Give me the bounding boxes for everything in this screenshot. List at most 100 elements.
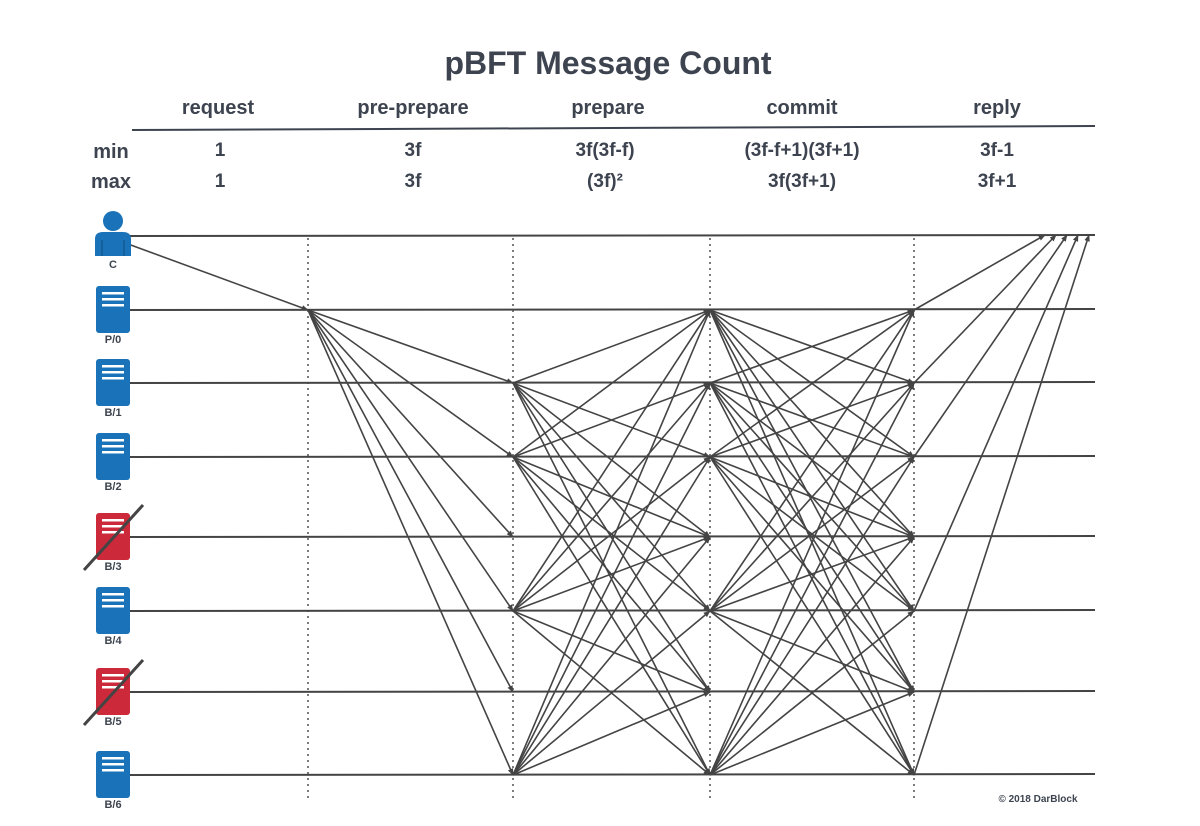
reply-arrow <box>913 234 1090 776</box>
header-divider <box>131 125 1096 131</box>
user-icon <box>95 211 131 256</box>
node-b-1: B/1 <box>96 359 130 419</box>
prepare-arrow <box>512 536 711 776</box>
server-icon <box>96 286 130 333</box>
node-c: C <box>95 211 131 271</box>
commit-arrow <box>709 309 915 384</box>
reply-arrow <box>913 234 1057 384</box>
max-request: 1 <box>215 171 226 192</box>
prepare-arrow <box>512 382 711 458</box>
pre-prepare-arrow <box>307 309 514 538</box>
commit-arrow <box>709 309 915 776</box>
commit-arrow <box>709 382 915 612</box>
prepare-arrow <box>512 610 711 776</box>
prepare-arrow <box>512 309 711 458</box>
phase-reply: reply <box>973 97 1022 119</box>
prepare-arrow <box>512 309 711 384</box>
phase-request: request <box>182 97 255 119</box>
pre-prepare-arrow <box>307 309 514 458</box>
copyright-notice: © 2018 DarBlock <box>998 794 1078 805</box>
node-b-3: B/3 <box>82 503 145 573</box>
pre-prepare-arrow <box>307 309 514 693</box>
commit-arrow <box>709 536 915 612</box>
commit-arrow <box>709 382 915 693</box>
strike-through-icon <box>82 658 145 727</box>
timeline-b-2 <box>127 455 1096 458</box>
pre-prepare-arrow <box>307 309 514 384</box>
phase-prepare: prepare <box>571 97 644 119</box>
node-label: B/4 <box>104 635 122 647</box>
commit-arrow <box>709 456 915 612</box>
commit-arrow <box>709 309 915 612</box>
node-p-0: P/0 <box>96 286 130 346</box>
commit-arrow <box>709 309 915 538</box>
commit-arrow <box>709 691 915 776</box>
node-label: B/6 <box>104 799 121 811</box>
commit-arrow <box>709 382 915 776</box>
phase-dividers <box>307 238 915 800</box>
reply-arrow <box>913 234 1068 458</box>
max-row-label: max <box>91 171 131 193</box>
server-icon <box>96 433 130 480</box>
prepare-arrow <box>512 382 711 776</box>
timeline-c <box>127 234 1096 237</box>
min-pre-prepare: 3f <box>405 140 423 161</box>
phase-commit: commit <box>766 97 837 119</box>
prepare-arrow <box>512 309 711 776</box>
node-label: C <box>109 259 117 271</box>
reply-arrow <box>913 234 1046 311</box>
pre-prepare-arrow <box>307 309 514 776</box>
prepare-arrow <box>512 382 711 693</box>
prepare-arrow <box>512 456 711 612</box>
node-timelines <box>127 234 1096 776</box>
commit-arrow <box>709 309 915 693</box>
timeline-b-4 <box>127 609 1096 612</box>
message-arrows <box>127 234 1090 776</box>
server-icon <box>96 751 130 798</box>
max-commit: 3f(3f+1) <box>768 171 836 192</box>
min-reply: 3f-1 <box>980 140 1014 161</box>
node-b-5: B/5 <box>82 658 145 728</box>
max-pre-prepare: 3f <box>405 171 423 192</box>
min-prepare: 3f(3f-f) <box>575 140 634 161</box>
prepare-arrow <box>512 691 711 776</box>
min-commit: (3f-f+1)(3f+1) <box>744 140 859 161</box>
node-label: B/1 <box>104 407 121 419</box>
strike-through-icon <box>82 503 145 572</box>
phase-headers: request pre-prepare prepare commit reply <box>182 97 1022 119</box>
prepare-arrow <box>512 536 711 612</box>
prepare-arrow <box>512 382 711 612</box>
prepare-arrow <box>512 456 711 776</box>
prepare-arrow <box>512 610 711 693</box>
timeline-p-0 <box>127 308 1096 311</box>
node-b-4: B/4 <box>96 587 130 647</box>
prepare-arrow <box>512 309 711 612</box>
max-reply: 3f+1 <box>978 171 1017 192</box>
node-label: P/0 <box>105 334 122 346</box>
commit-arrow <box>709 456 915 776</box>
nodes: C P/0B/1B/2B/3B/4B/5B/6 <box>82 211 145 811</box>
commit-arrow <box>709 610 915 693</box>
node-label: B/2 <box>104 481 121 493</box>
pre-prepare-arrow <box>307 309 514 612</box>
commit-arrow <box>709 382 915 458</box>
timeline-b-6 <box>127 773 1096 776</box>
commit-arrow <box>709 536 915 776</box>
commit-arrow <box>709 610 915 776</box>
server-icon <box>96 359 130 406</box>
node-b-6: B/6 <box>96 751 130 811</box>
max-prepare: (3f)² <box>587 171 623 192</box>
min-row-label: min <box>93 141 129 163</box>
diagram-title: pBFT Message Count <box>444 45 771 81</box>
timeline-b-5 <box>127 690 1096 693</box>
node-b-2: B/2 <box>96 433 130 493</box>
phase-pre-prepare: pre-prepare <box>357 97 468 119</box>
commit-arrow <box>709 309 915 458</box>
request-arrow <box>127 243 309 311</box>
timeline-b-1 <box>127 381 1096 384</box>
message-count-table: min 1 3f 3f(3f-f) (3f-f+1)(3f+1) 3f-1 ma… <box>91 140 1017 193</box>
reply-arrow <box>913 234 1079 612</box>
server-icon <box>96 587 130 634</box>
node-label: B/5 <box>104 716 121 728</box>
